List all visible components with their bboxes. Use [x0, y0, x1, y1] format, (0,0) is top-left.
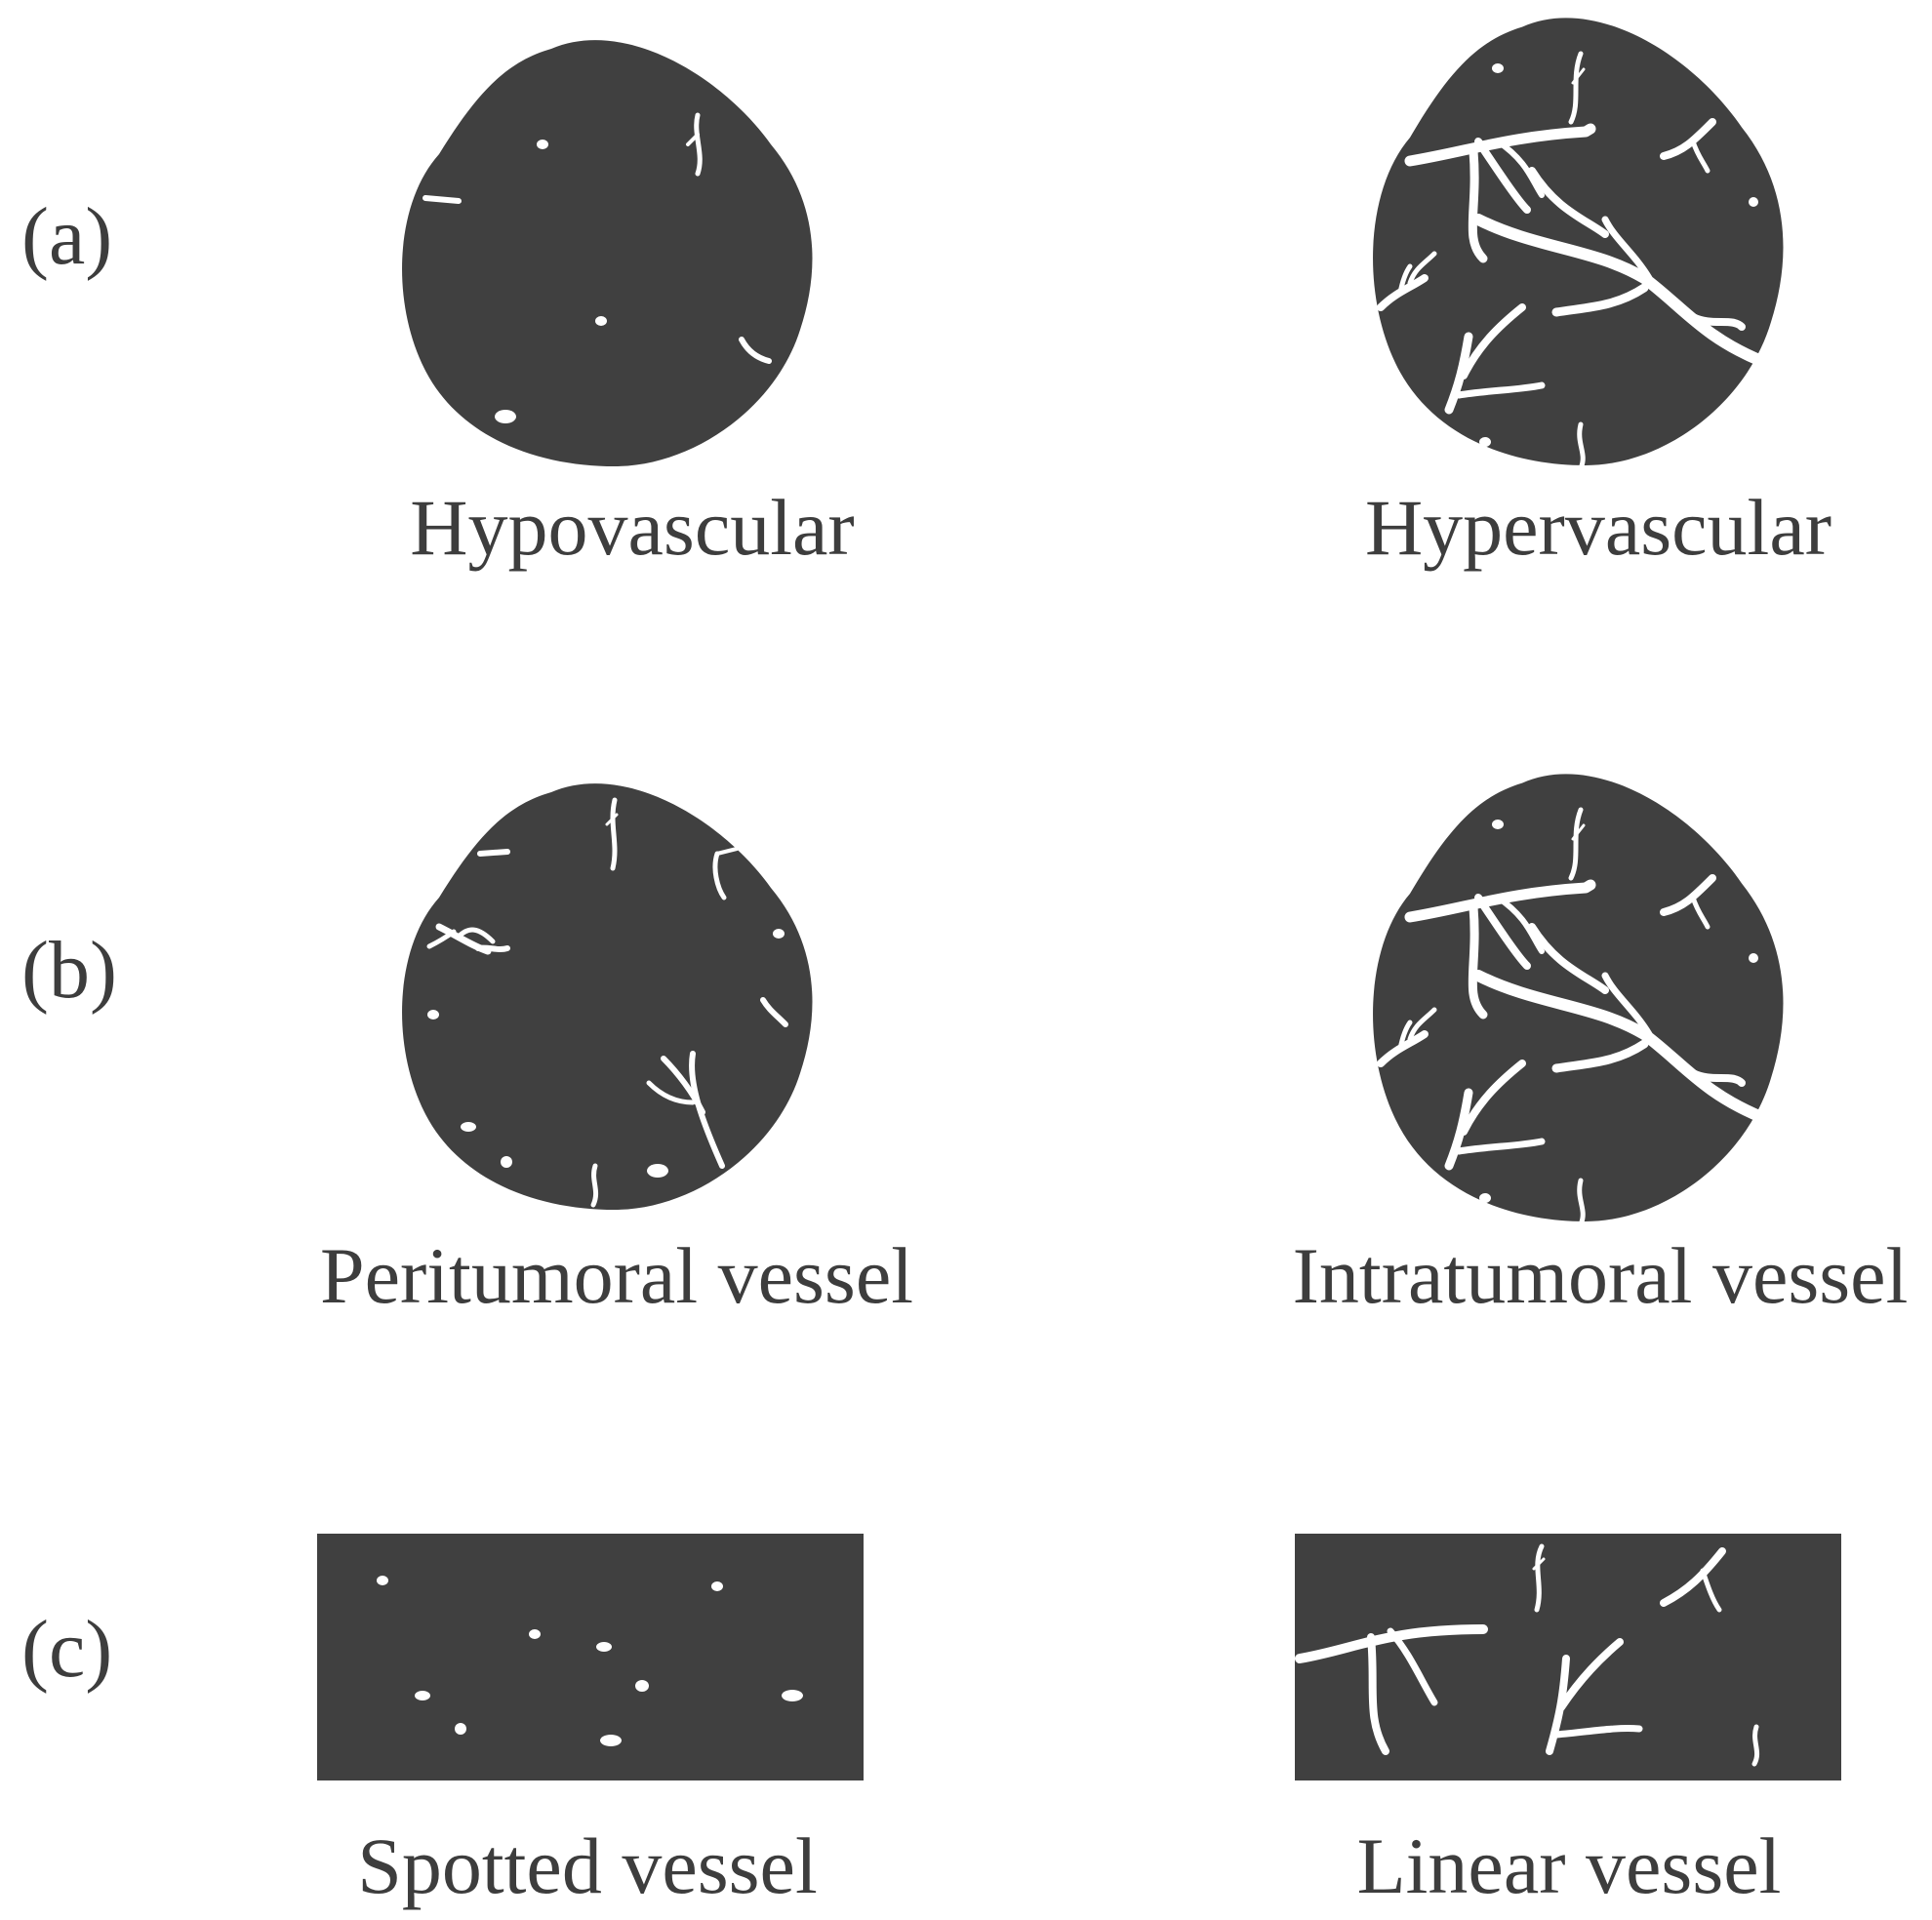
- row-label-b: (b): [21, 925, 117, 1016]
- caption-linear-vessel: Linear vessel: [1357, 1821, 1782, 1910]
- caption-spotted-vessel: Spotted vessel: [357, 1821, 817, 1910]
- caption-intratumoral-vessel: Intratumoral vessel: [1293, 1231, 1909, 1320]
- hypervascular-tumor: [1373, 18, 1784, 471]
- row-label-a: (a): [21, 191, 112, 282]
- intratumoral-tumor: [1373, 774, 1784, 1227]
- peritumoral-tumor: [402, 783, 813, 1210]
- caption-peritumoral-vessel: Peritumoral vessel: [320, 1231, 913, 1320]
- hypovascular-tumor: [402, 40, 813, 466]
- caption-hypervascular: Hypervascular: [1365, 483, 1831, 572]
- linear-vessel-block: [1295, 1534, 1841, 1780]
- caption-hypovascular: Hypovascular: [410, 483, 854, 572]
- row-label-c: (c): [21, 1604, 112, 1695]
- spotted-vessel-block: [317, 1534, 864, 1780]
